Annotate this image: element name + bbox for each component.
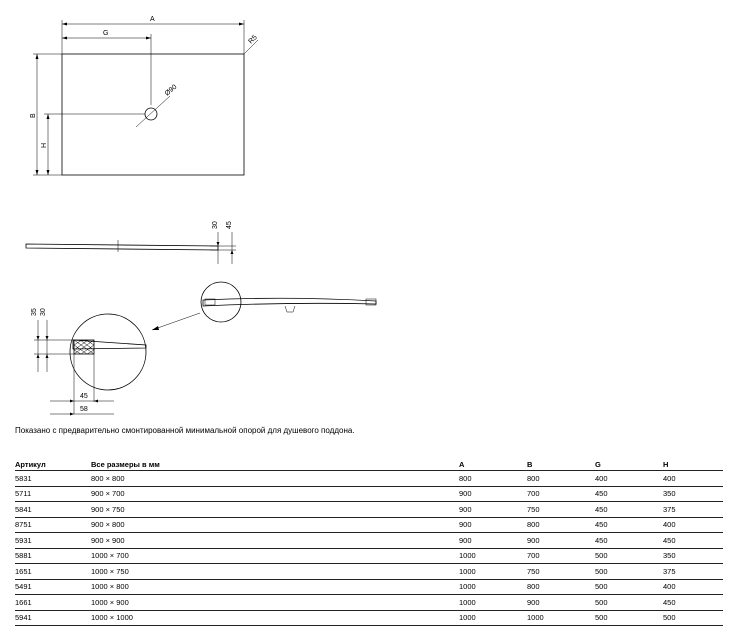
detail-dim-58: 58	[80, 406, 88, 413]
table-row: 8751 900 × 800 900 800 450 400	[15, 517, 723, 533]
header-g: G	[595, 459, 601, 469]
cell-b: 800	[527, 582, 540, 592]
cell-size: 900 × 800	[91, 520, 125, 530]
cell-h: 400	[663, 473, 676, 483]
table-row: 5491 1000 × 800 1000 800 500 400	[15, 579, 723, 595]
cell-h: 375	[663, 566, 676, 576]
table-row: 5831 800 × 800 800 800 400 400	[15, 471, 723, 486]
cell-a: 900	[459, 520, 472, 530]
table-row: 5941 1000 × 1000 1000 1000 500 500	[15, 610, 723, 626]
header-b: B	[527, 459, 533, 469]
cell-b: 900	[527, 597, 540, 607]
dim-h-label: H	[41, 143, 48, 148]
table-row: 1651 1000 × 750 1000 750 500 375	[15, 564, 723, 579]
cell-size: 1000 × 1000	[91, 613, 133, 623]
cell-article: 5841	[15, 504, 32, 514]
cell-a: 800	[459, 473, 472, 483]
dim-b-label: B	[30, 113, 37, 118]
cell-h: 450	[663, 535, 676, 545]
header-a: A	[459, 459, 465, 469]
cell-g: 450	[595, 489, 608, 499]
header-h: H	[663, 459, 669, 469]
cell-b: 700	[527, 551, 540, 561]
radius-label: R5	[247, 34, 258, 45]
side-dim-30: 30	[212, 221, 219, 229]
cell-size: 1000 × 900	[91, 597, 129, 607]
table-row: 5931 900 × 900 900 900 450 450	[15, 533, 723, 548]
tray-outline	[61, 53, 245, 176]
table-row: 1661 1000 × 900 1000 900 500 450	[15, 595, 723, 610]
cell-h: 350	[663, 489, 676, 499]
cell-h: 350	[663, 551, 676, 561]
detail-view: 35 30 45 58	[31, 308, 147, 416]
support-block	[73, 339, 95, 355]
cell-b: 800	[527, 520, 540, 530]
technical-drawing: A G B H Ø90 R5 30 45	[25, 16, 377, 416]
cell-h: 450	[663, 597, 676, 607]
cross-section-view	[151, 281, 377, 331]
cell-g: 500	[595, 551, 608, 561]
cell-size: 900 × 900	[91, 535, 125, 545]
detail-dim-30: 30	[40, 308, 47, 316]
cell-g: 450	[595, 535, 608, 545]
table-row: 5841 900 × 750 900 750 450 375	[15, 502, 723, 517]
cell-a: 1000	[459, 566, 476, 576]
cell-g: 500	[595, 582, 608, 592]
drain-circle	[144, 107, 158, 121]
cell-g: 450	[595, 504, 608, 514]
top-view: A G B H Ø90 R5	[30, 16, 259, 176]
cell-b: 800	[527, 473, 540, 483]
cell-size: 900 × 750	[91, 504, 125, 514]
cell-article: 5931	[15, 535, 32, 545]
cell-article: 5491	[15, 582, 32, 592]
cell-b: 1000	[527, 613, 544, 623]
cell-a: 900	[459, 535, 472, 545]
cell-b: 700	[527, 489, 540, 499]
detail-dim-35: 35	[31, 308, 38, 316]
cell-article: 5881	[15, 551, 32, 561]
table-header-row: Артикул Все размеры в мм A B G H	[15, 458, 723, 471]
cell-b: 900	[527, 535, 540, 545]
cell-a: 1000	[459, 582, 476, 592]
header-article: Артикул	[15, 459, 46, 469]
cell-size: 900 × 700	[91, 489, 125, 499]
detail-dim-45: 45	[80, 393, 88, 400]
cell-b: 750	[527, 566, 540, 576]
cell-size: 800 × 800	[91, 473, 125, 483]
cell-article: 5711	[15, 489, 32, 499]
cell-a: 1000	[459, 597, 476, 607]
cell-a: 1000	[459, 613, 476, 623]
cell-b: 750	[527, 504, 540, 514]
cell-h: 400	[663, 582, 676, 592]
side-dim-45: 45	[226, 221, 233, 229]
cell-a: 900	[459, 489, 472, 499]
header-all-dimensions: Все размеры в мм	[91, 459, 160, 469]
dimensions-table: Артикул Все размеры в мм A B G H 5831 80…	[15, 458, 723, 626]
cell-h: 500	[663, 613, 676, 623]
cell-a: 900	[459, 504, 472, 514]
dim-a-label: A	[150, 16, 155, 23]
cell-article: 1651	[15, 566, 32, 576]
cell-a: 1000	[459, 551, 476, 561]
cell-article: 1661	[15, 597, 32, 607]
cell-g: 500	[595, 597, 608, 607]
cell-g: 400	[595, 473, 608, 483]
cell-article: 5831	[15, 473, 32, 483]
dim-g-label: G	[103, 30, 108, 37]
cell-h: 375	[663, 504, 676, 514]
table-row: 5881 1000 × 700 1000 700 500 350	[15, 548, 723, 564]
cell-article: 5941	[15, 613, 32, 623]
cell-h: 400	[663, 520, 676, 530]
side-view: 30 45	[25, 221, 236, 264]
cell-size: 1000 × 750	[91, 566, 129, 576]
cell-g: 450	[595, 520, 608, 530]
cell-article: 8751	[15, 520, 32, 530]
table-row: 5711 900 × 700 900 700 450 350	[15, 486, 723, 502]
cell-g: 500	[595, 566, 608, 576]
caption: Показано с предварительно смонтированной…	[15, 426, 355, 435]
cell-size: 1000 × 700	[91, 551, 129, 561]
drain-label: Ø90	[164, 84, 179, 98]
cell-size: 1000 × 800	[91, 582, 129, 592]
cell-g: 500	[595, 613, 608, 623]
